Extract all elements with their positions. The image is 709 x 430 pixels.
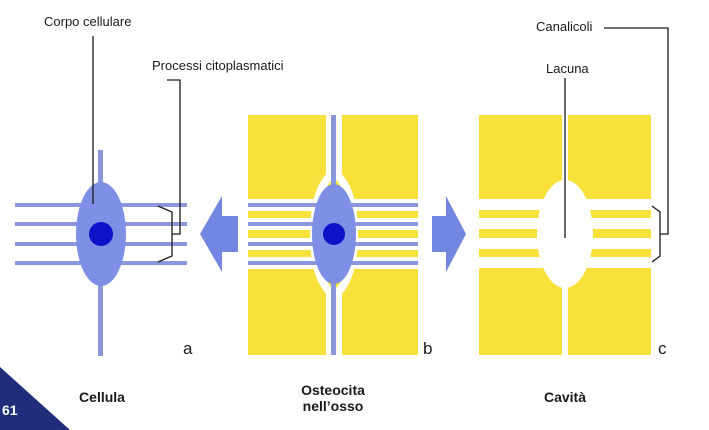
label-cytoplasmic-processes: Processi citoplasmatici [152, 58, 284, 73]
bracket-canaliculi [651, 205, 661, 263]
panel-letter-c: c [658, 339, 667, 358]
panel-letter-b: b [423, 339, 433, 358]
label-cell-body: Corpo cellulare [44, 14, 132, 29]
arrow-right [432, 196, 466, 272]
caption-osteocita: Osteocita nell’osso [301, 382, 365, 414]
nucleus-a [89, 222, 113, 246]
leader-processes [167, 79, 181, 235]
caption-cavita: Cavità [543, 389, 587, 405]
label-lacuna: Lacuna [546, 61, 589, 76]
panel-a-cell [15, 150, 187, 356]
caption-cellula: Cellula [79, 389, 125, 405]
leader-lines [92, 27, 669, 263]
page-number: 61 [2, 402, 18, 418]
arrow-left [200, 196, 238, 272]
page-corner-badge [0, 367, 70, 430]
panel-letter-a: a [183, 339, 193, 358]
panel-b-bone [248, 115, 418, 355]
label-canaliculi: Canalicoli [536, 19, 593, 34]
nucleus-b [323, 223, 345, 245]
leader-canaliculi [604, 27, 669, 235]
bracket-processes [157, 205, 173, 263]
